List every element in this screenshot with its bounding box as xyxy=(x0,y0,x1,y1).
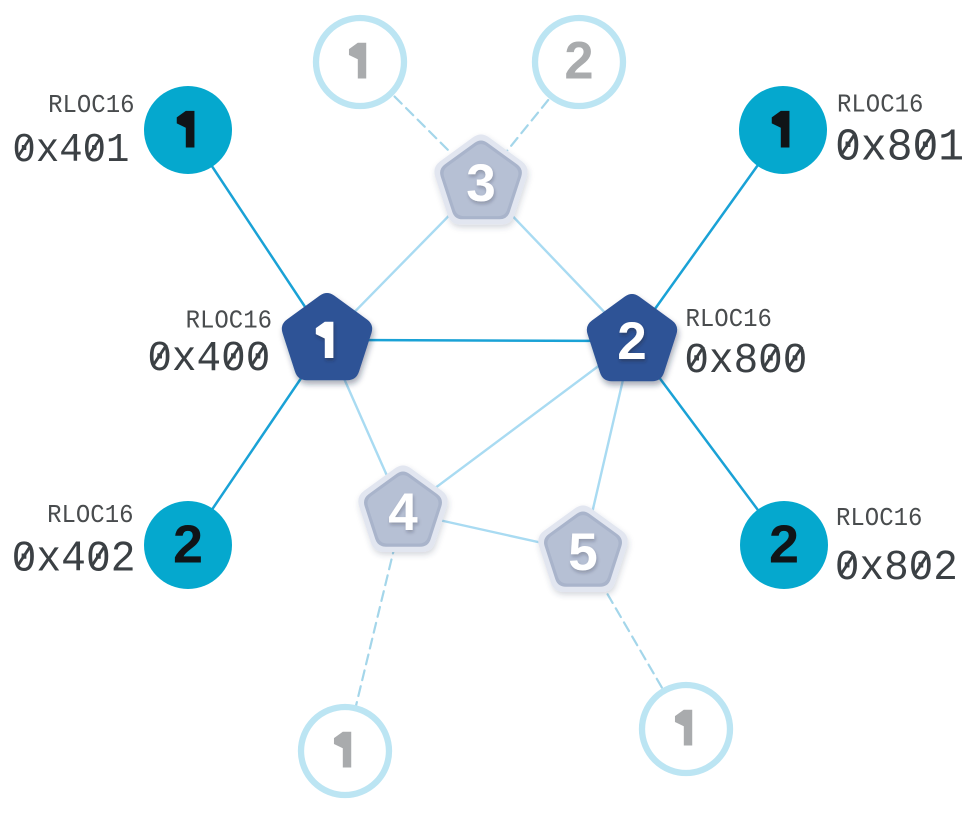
svg-text:3: 3 xyxy=(466,154,495,213)
svg-text:2: 2 xyxy=(769,515,799,575)
svg-text:RLOC16: RLOC16 xyxy=(836,503,922,533)
svg-text:RLOC16: RLOC16 xyxy=(186,306,272,336)
svg-text:0x402: 0x402 xyxy=(12,535,136,584)
svg-text:2: 2 xyxy=(173,515,203,575)
svg-text:0x800: 0x800 xyxy=(684,336,807,385)
svg-text:RLOC16: RLOC16 xyxy=(686,304,772,334)
svg-text:RLOC16: RLOC16 xyxy=(48,90,134,120)
svg-text:2: 2 xyxy=(617,312,646,371)
svg-text:RLOC16: RLOC16 xyxy=(837,89,923,119)
svg-text:RLOC16: RLOC16 xyxy=(47,500,133,530)
svg-text:0x801: 0x801 xyxy=(835,123,964,174)
svg-text:0x400: 0x400 xyxy=(147,334,270,383)
svg-text:0x802: 0x802 xyxy=(835,543,958,592)
svg-text:5: 5 xyxy=(568,523,597,582)
svg-text:2: 2 xyxy=(564,32,593,91)
svg-text:0x401: 0x401 xyxy=(12,128,129,174)
svg-text:4: 4 xyxy=(388,483,418,542)
